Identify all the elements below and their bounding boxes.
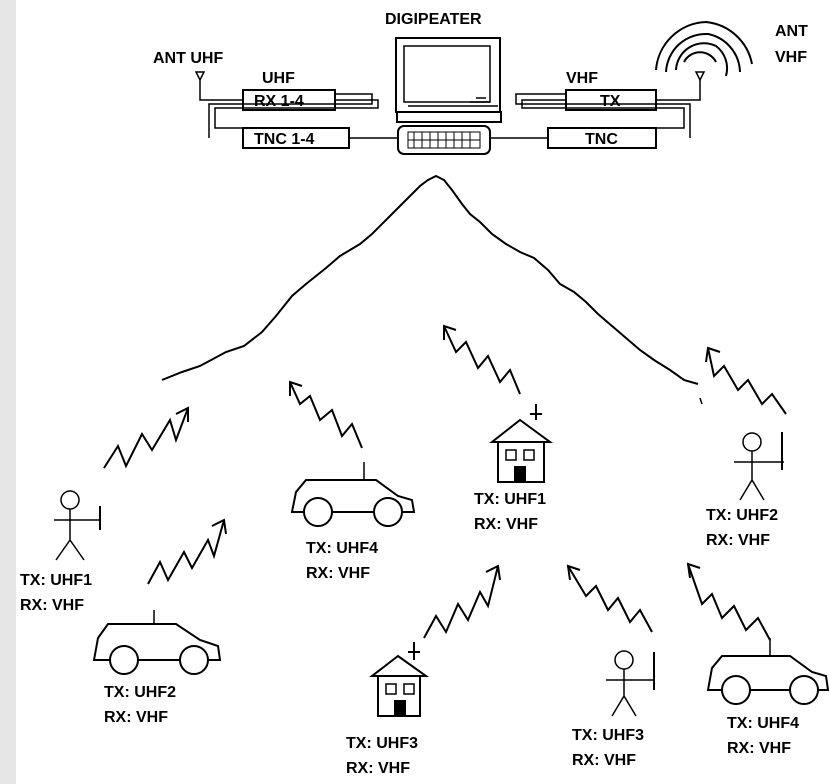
station-rx-label: RX: VHF [706,532,770,549]
zigzag-arrow-icon [147,518,227,585]
station-tx-label: TX: UHF2 [104,684,176,701]
station-tx-label: TX: UHF1 [474,491,546,508]
mountain-mark [699,397,703,405]
station-rx-label: RX: VHF [572,752,636,769]
tnc-vhf-box-label: TNC [585,131,618,148]
car-icon [706,638,829,705]
car-icon [92,610,222,675]
antenna-icon [194,71,243,101]
keyboard-icon [397,125,491,155]
ant-uhf-label: ANT UHF [153,50,223,67]
person-icon [54,490,101,561]
diagram-title: DIGIPEATER [385,11,482,28]
station-tx-label: TX: UHF3 [346,735,418,752]
station-rx-label: RX: VHF [346,760,410,777]
station-rx-label: RX: VHF [306,565,370,582]
station-tx-label: TX: UHF4 [727,715,799,732]
car-icon [290,462,416,527]
radio-wave-icon [655,20,753,77]
tnc-uhf-box-label: TNC 1-4 [254,131,315,148]
zigzag-arrow-icon [443,324,521,395]
zigzag-arrow-icon [686,562,771,641]
uhf-band-label: UHF [262,70,295,87]
zigzag-arrow-icon [705,346,787,415]
person-icon [606,650,655,717]
rx-box-label: RX 1-4 [254,93,304,110]
ant-vhf-label-1: ANT [775,23,808,40]
antenna-icon [655,71,706,101]
station-tx-label: TX: UHF4 [306,540,378,557]
mountain-icon [161,174,699,385]
station-tx-label: TX: UHF3 [572,727,644,744]
diagram-canvas: DIGIPEATER ANT UHF UHF RX 1-4 TNC 1-4 AN… [16,0,829,784]
monitor-icon [395,37,502,123]
zigzag-arrow-icon [289,380,363,449]
station-rx-label: RX: VHF [727,740,791,757]
station-rx-label: RX: VHF [104,709,168,726]
vhf-band-label: VHF [566,70,598,87]
station-rx-label: RX: VHF [20,597,84,614]
vhf-cable [490,93,691,139]
station-tx-label: TX: UHF1 [20,572,92,589]
digipeater-diagram: DIGIPEATER ANT UHF UHF RX 1-4 TNC 1-4 AN… [20,11,829,777]
zigzag-arrow-icon [566,564,653,633]
person-icon [734,432,784,501]
station-tx-label: TX: UHF2 [706,507,778,524]
tx-box-label: TX [600,93,621,110]
ant-vhf-label-2: VHF [775,49,807,66]
zigzag-arrow-icon [423,564,501,639]
house-icon [489,404,554,483]
house-icon [369,642,430,717]
uhf-cable [208,93,398,139]
zigzag-arrow-icon [103,406,189,469]
station-rx-label: RX: VHF [474,516,538,533]
